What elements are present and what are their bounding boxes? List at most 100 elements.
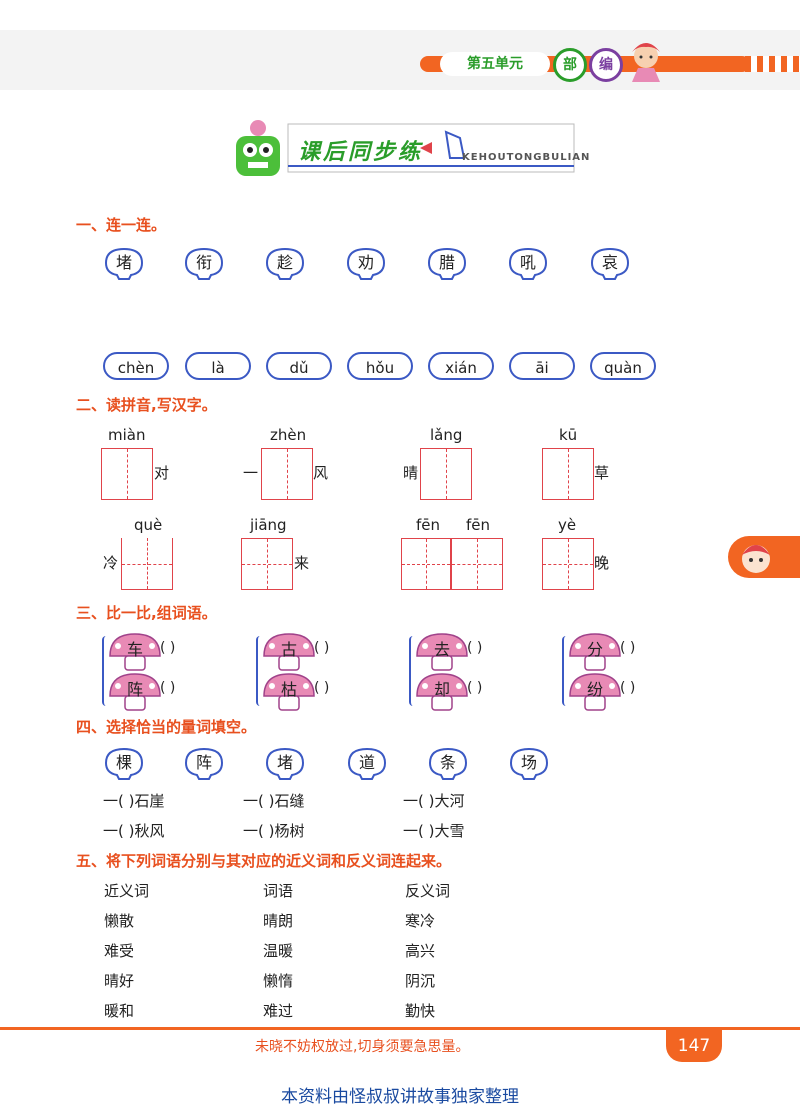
shell-frame-icon [265,247,305,280]
answer-blank[interactable]: ( ) [467,680,483,696]
fill-blank-phrase[interactable]: 一( )石缝 [243,792,305,810]
table-cell: 阴沉 [405,972,436,990]
pointing-hand-icon [444,130,466,159]
measure-word: 场 [520,753,537,772]
compare-char: 阵 [126,680,143,699]
word-char: 来 [294,554,310,572]
badge-bian: 编 [589,48,623,82]
write-box[interactable] [241,538,293,590]
badge-bu: 部 [553,48,587,82]
shell-frame-icon [508,247,548,280]
banner-english: KEHOUTONGBULIAN [462,152,591,163]
pinyin: lǎng [430,426,463,444]
word-char: 对 [154,464,170,482]
write-box[interactable] [401,538,451,590]
shell-frame-icon [265,747,305,780]
mushroom-frame-icon [569,633,621,671]
answer-blank[interactable]: ( ) [314,680,330,696]
compare-char: 枯 [280,680,297,699]
measure-word: 条 [439,753,456,772]
title-banner [236,120,575,176]
pinyin: què [134,516,163,534]
table-cell: 高兴 [405,942,436,960]
mushroom-frame-icon [109,633,161,671]
shell-frame-icon [347,747,387,780]
shell-frame-icon [104,747,144,780]
pinyin: yè [558,516,577,534]
col-header-synonym: 近义词 [104,882,150,900]
answer-blank[interactable]: ( ) [620,680,636,696]
mushroom-frame-icon [569,673,621,711]
brace [562,636,570,706]
fill-blank-phrase[interactable]: 一( )秋风 [103,822,165,840]
match-pinyin-item: quàn [590,352,656,380]
answer-blank[interactable]: ( ) [620,640,636,656]
table-cell: 懒惰 [263,972,294,990]
arrow-icon [420,142,432,154]
mushroom-frame-icon [416,633,468,671]
brace [102,636,110,706]
table-cell: 寒冷 [405,912,436,930]
write-box[interactable] [451,538,503,590]
section-3-title: 三、比一比,组词语。 [76,604,217,622]
col-header-word: 词语 [263,882,294,900]
write-box[interactable] [261,448,313,500]
match-char: 腊 [438,253,455,272]
write-box[interactable] [121,538,173,590]
match-char: 趁 [276,253,293,272]
shell-frame-icon [427,247,467,280]
fill-blank-phrase[interactable]: 一( )石崖 [103,792,165,810]
answer-blank[interactable]: ( ) [314,640,330,656]
write-box[interactable] [542,538,594,590]
match-pinyin-item: hǒu [347,352,413,380]
fill-blank-phrase[interactable]: 一( )大河 [403,792,465,810]
pinyin: miàn [108,426,146,444]
page-number: 147 [666,1030,722,1062]
brace [409,636,417,706]
write-box[interactable] [420,448,472,500]
answer-blank[interactable]: ( ) [160,680,176,696]
mushroom-frame-icon [109,673,161,711]
measure-word: 阵 [195,753,212,772]
shell-frame-icon [184,747,224,780]
checker-pattern [745,56,800,72]
banner-title: 课后同步练 [298,140,424,165]
unit-label: 第五单元 [440,52,550,76]
footer-motto: 未晓不妨权放过,切身须要急思量。 [255,1039,470,1055]
word-char: 冷 [103,554,119,572]
monster-mascot-icon [236,120,280,176]
shell-frame-icon [428,747,468,780]
table-cell: 温暖 [263,942,294,960]
compare-char: 去 [433,640,450,659]
match-pinyin-item: chèn [103,352,169,380]
write-box[interactable] [101,448,153,500]
compare-char: 却 [433,680,450,699]
write-box[interactable] [542,448,594,500]
pinyin: jiāng [250,516,287,534]
shell-frame-icon [509,747,549,780]
compare-char: 纷 [586,680,603,699]
compare-char: 古 [280,640,297,659]
match-char: 吼 [519,253,536,272]
shell-frame-icon [184,247,224,280]
pinyin: fēn [416,516,441,534]
match-char: 堵 [115,253,132,272]
answer-blank[interactable]: ( ) [467,640,483,656]
table-cell: 晴朗 [263,912,294,930]
fill-blank-phrase[interactable]: 一( )大雪 [403,822,465,840]
footer-line [0,1027,800,1030]
fairy-girl-icon [632,43,660,82]
fill-blank-phrase[interactable]: 一( )杨树 [243,822,305,840]
table-cell: 勤快 [405,1002,436,1020]
word-char: 草 [594,464,610,482]
answer-blank[interactable]: ( ) [160,640,176,656]
shell-frame-icon [104,247,144,280]
section-4-title: 四、选择恰当的量词填空。 [76,718,257,736]
table-cell: 懒散 [104,912,135,930]
table-cell: 难过 [263,1002,294,1020]
match-char: 劝 [357,253,374,272]
match-pinyin-item: dǔ [266,352,332,380]
match-char: 衔 [195,253,212,272]
match-pinyin-item: là [185,352,251,380]
brace [256,636,264,706]
